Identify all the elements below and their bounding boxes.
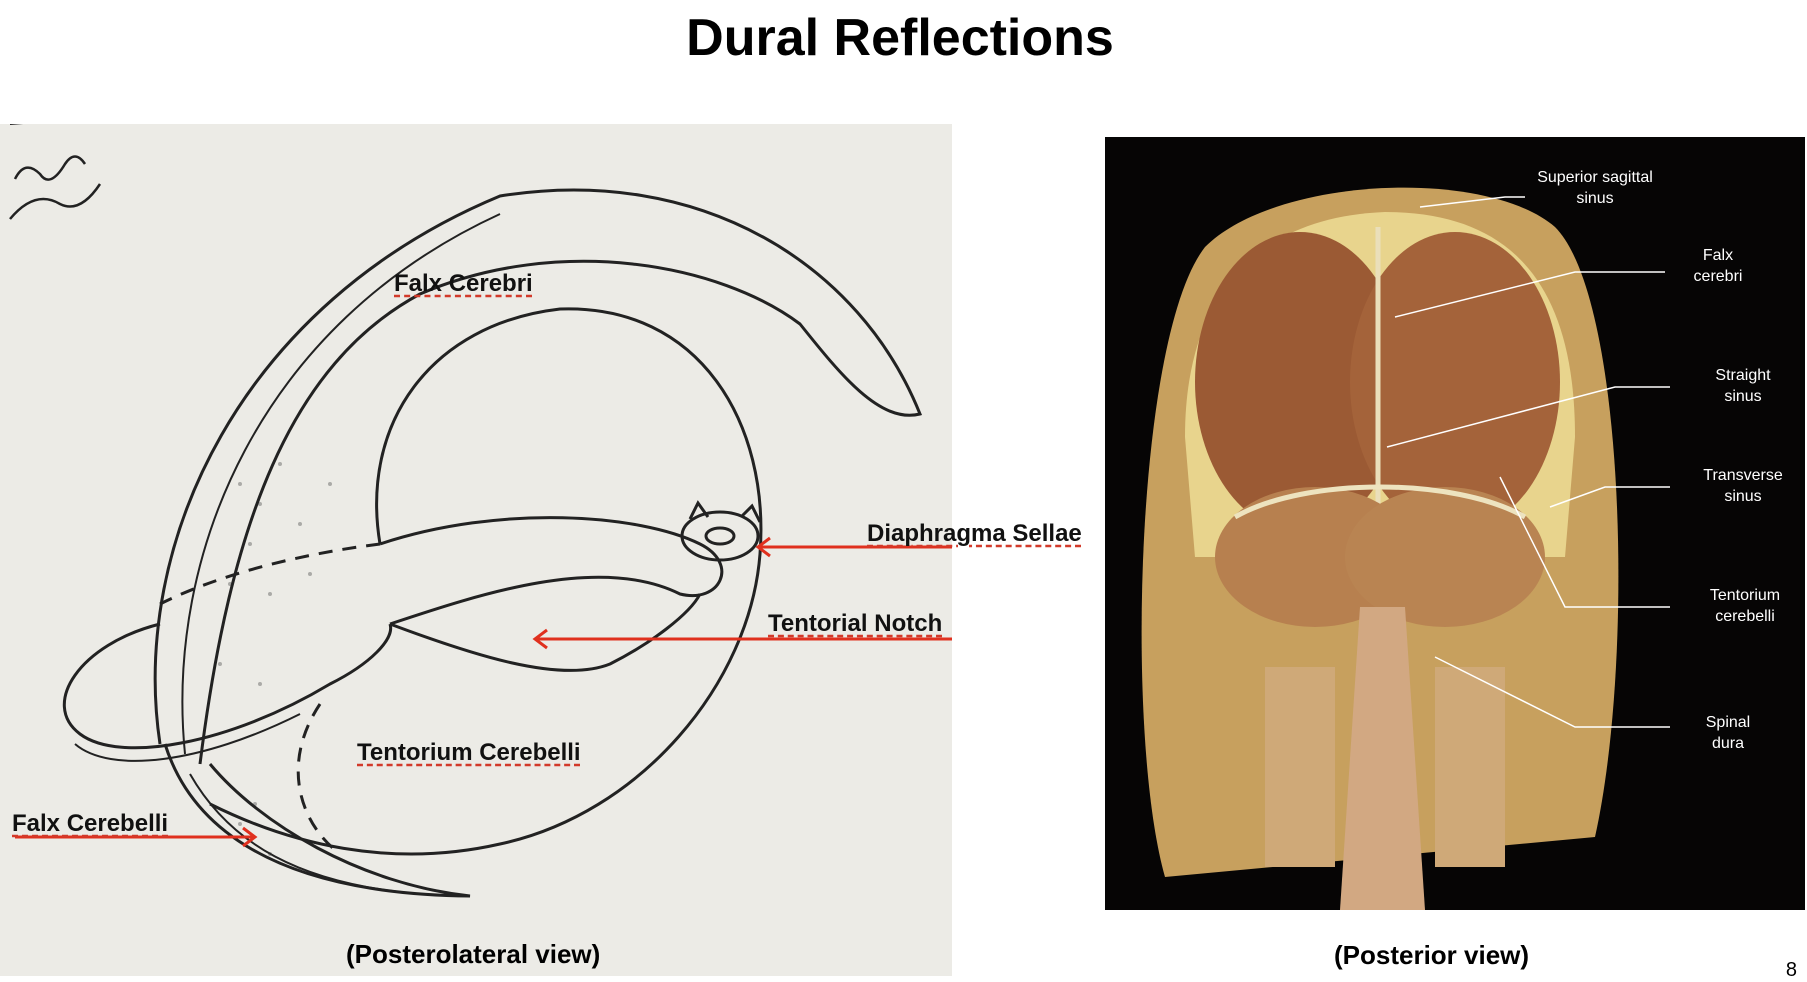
label-tentorium-cerebelli: Tentorium Cerebelli	[357, 739, 581, 766]
brain-photo-drawing	[1141, 187, 1670, 910]
label-falx-cerebri: Falx Cerebri	[394, 270, 533, 297]
label-tentorium-cerebelli-photo: Tentorium cerebelli	[1709, 587, 1781, 625]
label-spinal-dura: Spinal dura	[1705, 714, 1751, 752]
slide-title: Dural Reflections	[686, 9, 1114, 67]
page-number: 8	[1785, 959, 1797, 981]
caption-posterior-view: (Posterior view)	[1334, 940, 1530, 970]
dura-sketch-drawing	[9, 124, 952, 898]
caption-posterolateral-view: (Posterolateral view)	[346, 939, 601, 969]
label-superior-sagittal-sinus: Superior sagittal sinus	[1537, 169, 1653, 207]
label-tentorial-notch: Tentorial Notch	[768, 610, 943, 637]
label-falx-cerebri-photo: Falx cerebri	[1693, 247, 1743, 285]
label-arrows	[15, 536, 952, 848]
brain-photo-panel: Superior sagittal sinus Falx cerebri Str…	[1105, 137, 1805, 910]
label-falx-cerebelli: Falx Cerebelli	[12, 810, 169, 837]
label-straight-sinus: Straight sinus	[1715, 367, 1771, 405]
label-diaphragma-sellae: Diaphragma Sellae	[867, 520, 1082, 547]
label-transverse-sinus: Transverse sinus	[1703, 467, 1783, 505]
dura-sketch-panel: Falx Cerebri Tentorial Notch Tentorium C…	[0, 124, 952, 976]
